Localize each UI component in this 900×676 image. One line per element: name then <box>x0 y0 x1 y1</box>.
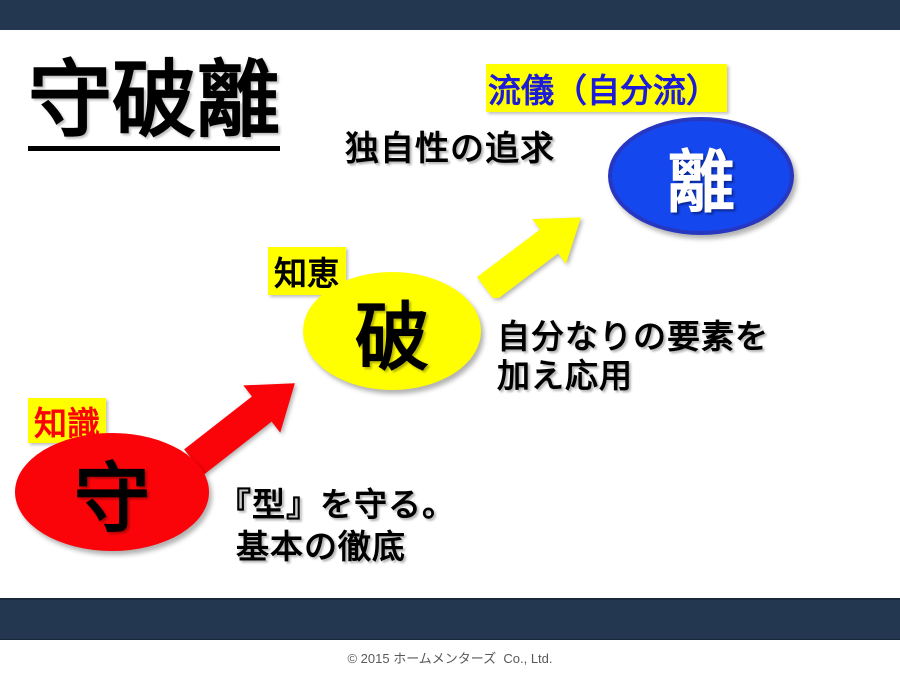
red-arrow-icon <box>184 383 295 475</box>
copyright-text: © 2015 ホームメンターズ Co., Ltd. <box>347 651 553 666</box>
shu-character: 守 <box>74 457 150 542</box>
ri-tag-label: 流儀（自分流） <box>486 64 727 112</box>
ha-tag-label: 知恵 <box>268 247 346 295</box>
ha-description-line2: 加え応用 <box>497 356 633 394</box>
ri-description: 独自性の追求 <box>345 130 555 168</box>
ha-description: 自分なりの要素を 加え応用 <box>497 318 769 396</box>
ha-ellipse: 破 <box>303 272 481 390</box>
page-title: 守破離 <box>28 55 281 152</box>
shu-description-line1: 『型』を守る。 <box>218 486 456 523</box>
ha-character: 破 <box>355 295 429 379</box>
top-bar <box>0 0 900 30</box>
ri-ellipse: 離 <box>608 117 794 235</box>
shu-ellipse: 守 <box>15 433 209 551</box>
yellow-arrow-icon <box>476 217 582 298</box>
ha-description-line1: 自分なりの要素を <box>497 318 769 355</box>
shu-description-line2: 基本の徹底 <box>236 528 406 566</box>
shu-description: 『型』を守る。 基本の徹底 <box>218 484 456 568</box>
red-arrow-shape <box>184 383 295 475</box>
yellow-arrow-shape <box>476 217 582 298</box>
ri-character: 離 <box>666 144 735 221</box>
bottom-bar <box>0 598 900 640</box>
